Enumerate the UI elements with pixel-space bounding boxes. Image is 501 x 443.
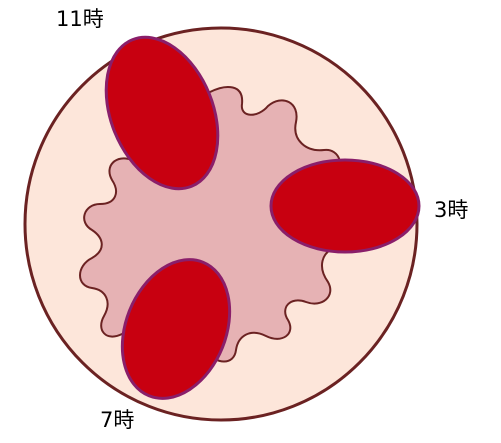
label-eleven-oclock: 11時 [56,9,104,30]
label-three-oclock: 3時 [434,200,468,221]
lobe-three-oclock [271,160,419,252]
label-seven-oclock: 7時 [100,410,134,431]
